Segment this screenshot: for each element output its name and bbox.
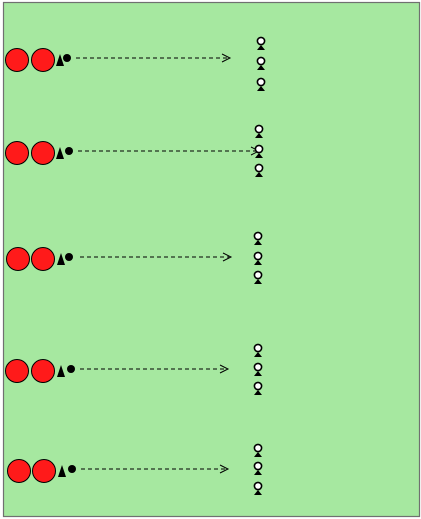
cone-icon — [57, 365, 65, 377]
player-marker — [7, 459, 31, 483]
target-body — [255, 153, 263, 158]
target-head — [253, 231, 263, 241]
target-head — [254, 124, 264, 134]
ball-icon — [67, 365, 75, 373]
target-marker — [254, 144, 264, 158]
target-marker — [253, 343, 263, 357]
target-marker — [254, 163, 264, 177]
player-marker — [5, 141, 29, 165]
target-head — [253, 362, 263, 372]
target-body — [255, 172, 263, 177]
target-body — [254, 260, 262, 265]
cone-icon — [56, 147, 64, 159]
drill-lane — [7, 443, 263, 495]
target-head — [253, 443, 263, 453]
target-body — [254, 371, 262, 376]
target-head — [254, 163, 264, 173]
target-body — [257, 65, 265, 70]
target-body — [257, 86, 265, 91]
ball-icon — [68, 465, 76, 473]
target-body — [254, 390, 262, 395]
target-body — [257, 45, 265, 50]
arrow-head-icon — [222, 252, 233, 262]
target-marker — [256, 36, 266, 50]
target-head — [253, 461, 263, 471]
player-marker — [5, 359, 29, 383]
target-head — [256, 56, 266, 66]
drill-lane — [6, 231, 263, 284]
target-body — [254, 352, 262, 357]
target-marker — [256, 56, 266, 70]
target-marker — [253, 443, 263, 457]
player-marker — [31, 359, 55, 383]
target-marker — [253, 461, 263, 475]
ball-icon — [65, 253, 73, 261]
target-head — [256, 36, 266, 46]
target-head — [256, 77, 266, 87]
target-body — [254, 279, 262, 284]
target-marker — [253, 362, 263, 376]
target-marker — [253, 481, 263, 495]
target-marker — [253, 270, 263, 284]
player-marker — [31, 247, 55, 271]
ball-icon — [63, 54, 71, 62]
target-head — [253, 270, 263, 280]
arrow-head-icon — [219, 364, 230, 374]
target-body — [254, 470, 262, 475]
target-head — [253, 251, 263, 261]
cone-icon — [56, 54, 64, 66]
ball-icon — [65, 147, 73, 155]
player-marker — [6, 247, 30, 271]
player-marker — [5, 48, 29, 72]
target-marker — [253, 251, 263, 265]
player-marker — [31, 48, 55, 72]
cone-icon — [58, 465, 66, 477]
target-body — [254, 490, 262, 495]
target-marker — [254, 124, 264, 138]
target-head — [254, 144, 264, 154]
cone-icon — [57, 253, 65, 265]
player-marker — [31, 141, 55, 165]
arrow-head-icon — [221, 53, 232, 63]
target-marker — [256, 77, 266, 91]
drill-lanes — [5, 36, 266, 495]
target-body — [254, 240, 262, 245]
player-marker — [32, 459, 56, 483]
drill-lane — [5, 124, 264, 177]
arrow-head-icon — [219, 464, 230, 474]
target-head — [253, 343, 263, 353]
target-body — [255, 133, 263, 138]
drill-lane — [5, 343, 263, 395]
target-head — [253, 381, 263, 391]
target-body — [254, 452, 262, 457]
drill-lane — [5, 36, 266, 91]
target-marker — [253, 381, 263, 395]
target-marker — [253, 231, 263, 245]
target-head — [253, 481, 263, 491]
